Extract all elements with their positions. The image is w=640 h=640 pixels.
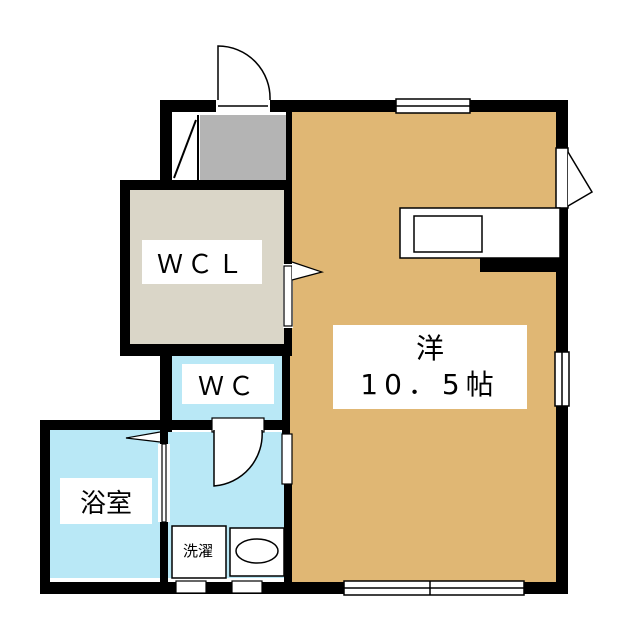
bottom-vent-right bbox=[231, 580, 263, 594]
bottom-window bbox=[343, 580, 525, 596]
wcl-name: ＷＣＬ bbox=[156, 249, 247, 280]
laundry-name: 洗濯 bbox=[182, 541, 213, 560]
western-room-size: 10．5帖 bbox=[360, 368, 500, 401]
shoe-cabinet-line bbox=[173, 119, 197, 179]
bath-label: 浴室 bbox=[60, 478, 152, 524]
right-small-window bbox=[555, 147, 594, 209]
entrance-floor bbox=[200, 115, 288, 183]
western-room-label: 洋 10．5帖 bbox=[333, 325, 527, 409]
bath-door bbox=[125, 431, 170, 523]
wc-door bbox=[211, 417, 265, 487]
wcl-label: ＷＣＬ bbox=[142, 240, 262, 284]
bath-name: 浴室 bbox=[79, 488, 132, 519]
washbasin bbox=[229, 527, 285, 577]
bottom-vent-left bbox=[175, 580, 207, 594]
western-room-name: 洋 bbox=[415, 332, 444, 365]
top-window bbox=[395, 98, 471, 114]
laundry-label: 洗濯 bbox=[175, 537, 221, 563]
wc-label: ＷＣ bbox=[182, 364, 274, 404]
entry-door bbox=[216, 45, 271, 112]
wc-name: ＷＣ bbox=[197, 371, 258, 402]
kitchen-counter bbox=[399, 207, 561, 259]
wcl-door bbox=[283, 261, 325, 328]
washroom-door bbox=[281, 433, 293, 485]
right-window bbox=[554, 351, 570, 407]
